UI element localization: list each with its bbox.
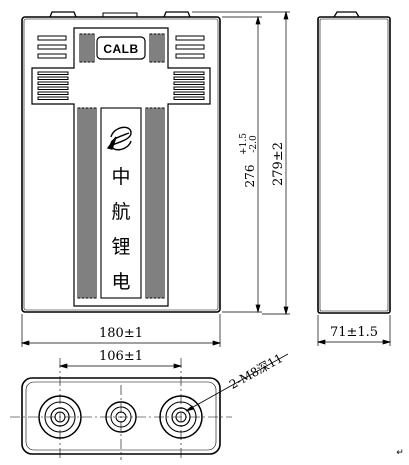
dim-lines (20, 10, 290, 347)
calb-logo-text: CALB (103, 42, 138, 56)
rib-arm-right (173, 86, 205, 90)
rib-top-right (161, 33, 165, 63)
rib-arm-right (173, 81, 205, 85)
front-terminal-left (49, 11, 77, 18)
rib-top-right (157, 33, 161, 63)
rib-top-left (91, 33, 95, 63)
front-ribs (37, 33, 205, 299)
front-cross-panel (31, 27, 211, 307)
rib-corner-tl (37, 53, 67, 59)
rib-corner-tr (175, 53, 205, 59)
rib-corner-tr (175, 35, 205, 41)
front-logo-box (96, 36, 146, 60)
front-terminal-right (163, 11, 191, 18)
rib-lower-right (157, 107, 161, 299)
dim-height-276: 276 +1.5 -2.0 (239, 133, 259, 188)
brand-char-4: 电 (111, 271, 130, 293)
rib-arm-right (173, 76, 205, 80)
brand-char-3: 锂 (111, 236, 130, 258)
side-case-inner (319, 18, 389, 312)
top-view (10, 353, 289, 460)
rib-top-right (153, 33, 157, 63)
rib-lower-left (81, 107, 85, 299)
rib-lower-right (145, 107, 149, 299)
front-case-inner (23, 18, 219, 311)
dim-height-276-tol-upper: +1.5 (239, 133, 249, 155)
rib-corner-tr (175, 44, 205, 50)
rib-lower-right (153, 107, 157, 299)
rib-arm-left (37, 96, 69, 100)
brand-char-2: 航 (111, 201, 130, 223)
rib-arm-left (37, 76, 69, 80)
thread-callout: 2-M8深11 (227, 351, 285, 392)
brand-char-1: 中 (111, 166, 130, 188)
rib-lower-right (161, 107, 165, 299)
dim-side-71: 71±1.5 (330, 325, 378, 340)
rib-arm-right (173, 96, 205, 100)
rib-top-left (87, 33, 91, 63)
side-view (316, 11, 392, 346)
rib-arm-right (173, 91, 205, 95)
rib-arm-left (37, 71, 69, 75)
dim-terminal-spacing-106: 106±1 (99, 349, 143, 364)
rib-top-left (83, 33, 87, 63)
rib-arm-left (37, 91, 69, 95)
rib-lower-left (77, 107, 81, 299)
rib-lower-left (85, 107, 89, 299)
margin-return-mark: ↵ (396, 448, 404, 458)
rib-top-left (79, 33, 83, 63)
rib-corner-tl (37, 35, 67, 41)
top-terminal-right (159, 395, 203, 439)
calb-swirl-icon (106, 126, 132, 151)
rib-corner-tl (37, 44, 67, 50)
top-case-inner (25, 381, 217, 451)
front-view (21, 11, 221, 313)
dim-height-279: 279±2 (271, 142, 286, 186)
front-label-panel (100, 107, 142, 299)
side-terminal (333, 11, 360, 18)
rib-lower-right (149, 107, 153, 299)
front-case-outline (21, 16, 221, 313)
rib-arm-right (173, 71, 205, 75)
top-center-vent (105, 401, 137, 433)
top-terminal-left (38, 395, 82, 439)
dim-height-276-tol-lower: -2.0 (249, 135, 259, 153)
dim-height-276-base: 276 (243, 165, 257, 188)
rib-lower-left (89, 107, 93, 299)
rib-arm-left (37, 86, 69, 90)
rib-top-right (149, 33, 153, 63)
rib-arm-left (37, 81, 69, 85)
rib-lower-left (93, 107, 97, 299)
side-case-outline (317, 16, 391, 314)
dim-width-180: 180±1 (99, 326, 143, 341)
